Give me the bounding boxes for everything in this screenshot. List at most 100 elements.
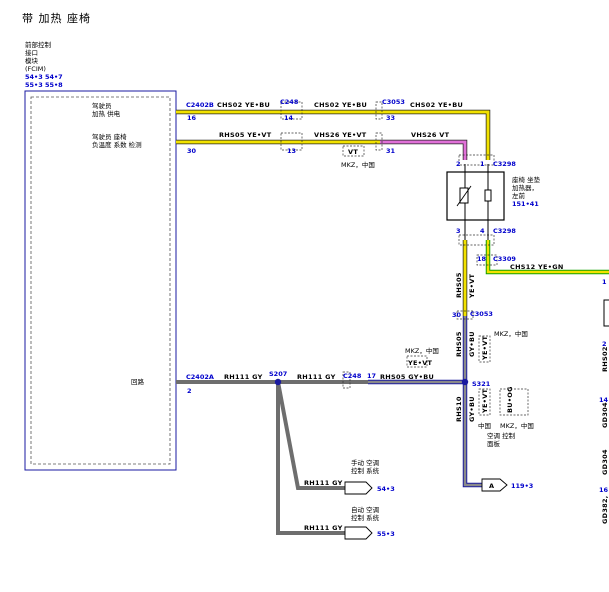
c3298-top-box bbox=[458, 154, 495, 166]
pin-2-right: 2 bbox=[602, 340, 607, 348]
climate-label-1: 空调 控制 bbox=[487, 431, 516, 440]
connector-c3298-top[interactable]: C3298 bbox=[493, 160, 516, 168]
connector-a-arrow-icon[interactable] bbox=[481, 478, 508, 492]
module-name-2: 接口 bbox=[25, 48, 38, 57]
splice-s207-label[interactable]: S207 bbox=[269, 370, 287, 378]
climate-ref[interactable]: 119•3 bbox=[511, 482, 533, 490]
option-mkz-cn-3: MKZ，中国 bbox=[405, 346, 439, 355]
pin-3-seat: 3 bbox=[456, 227, 461, 235]
connector-c3053-lower[interactable]: C3053 bbox=[470, 310, 493, 318]
seat-label-3: 左前 bbox=[512, 191, 526, 200]
pin-30-c3053: 30 bbox=[452, 311, 462, 319]
option-mkz-cn-4: MKZ，中国 bbox=[500, 421, 534, 430]
option-buog: BU•OG bbox=[506, 386, 514, 413]
manual-ac-arrow-icon[interactable] bbox=[344, 481, 373, 495]
wire-label-rhs05-v2-b: GY•BU bbox=[468, 331, 476, 357]
wire-label-rhs05-v-a: RHS05 bbox=[455, 272, 463, 298]
pin-label-ntc-1: 驾驶员 座椅 bbox=[92, 132, 127, 141]
page-title: 带 加热 座椅 bbox=[22, 11, 91, 25]
option-yevt-c: YE•VT bbox=[481, 388, 489, 414]
pin-label-return: 回路 bbox=[131, 377, 145, 386]
right-edge-box bbox=[603, 299, 609, 327]
auto-ac-label-1: 自动 空调 bbox=[351, 505, 379, 514]
c248-lower-box bbox=[342, 371, 351, 389]
pin-1-right: 1 bbox=[602, 278, 607, 286]
pin-4-seat: 4 bbox=[480, 227, 485, 235]
seat-heater-box bbox=[446, 171, 505, 221]
wire-rhs10[interactable] bbox=[462, 382, 482, 488]
wire-label-chs02-2: CHS02 YE•BU bbox=[314, 101, 367, 109]
wire-label-rhs10-a: RHS10 bbox=[455, 396, 463, 422]
manual-ac-ref[interactable]: 54•3 bbox=[377, 485, 395, 493]
option-mkz-cn-2: MKZ，中国 bbox=[494, 329, 528, 338]
yevt-option-box-b bbox=[478, 335, 491, 363]
wire-label-rh111-3: RH111 GY bbox=[304, 479, 343, 487]
option-yevt-a: YE•VT bbox=[407, 359, 433, 367]
wire-label-rhs05-v2-a: RHS05 bbox=[455, 331, 463, 357]
pin-1-seat: 1 bbox=[480, 160, 485, 168]
c248-box bbox=[280, 101, 303, 120]
pin-2-seat: 2 bbox=[456, 160, 461, 168]
right-label-gd304-1: GD304 bbox=[601, 402, 609, 428]
auto-ac-ref[interactable]: 55•3 bbox=[377, 530, 395, 538]
wire-label-rhs10-b: GY•BU bbox=[468, 396, 476, 422]
yevt-option-box-c bbox=[478, 388, 491, 416]
connector-c3309[interactable]: C3309 bbox=[493, 255, 516, 263]
wire-label-rhs05-1: RHS05 YE•VT bbox=[219, 131, 272, 139]
wire-vhs26-vt[interactable] bbox=[380, 139, 468, 160]
connector-c2402a[interactable]: C2402A bbox=[186, 373, 214, 381]
wire-label-rh111-1: RH111 GY bbox=[224, 373, 263, 381]
module-ref-2[interactable]: 55•3 55•8 bbox=[25, 81, 63, 89]
wire-label-chs02-1: CHS02 YE•BU bbox=[217, 101, 270, 109]
auto-ac-label-2: 控制 系统 bbox=[351, 513, 380, 522]
module-name-1: 前部控制 bbox=[25, 40, 52, 49]
c3053-box bbox=[375, 101, 383, 120]
connector-c248-lower[interactable]: C248 bbox=[343, 372, 362, 380]
wire-rh111-branch-manual[interactable] bbox=[276, 381, 345, 490]
pin-14: 14 bbox=[284, 114, 294, 122]
seat-ref[interactable]: 151•41 bbox=[512, 200, 539, 208]
connector-c3298-bottom[interactable]: C3298 bbox=[493, 227, 516, 235]
pin-label-heat-2: 加热 供电 bbox=[92, 109, 121, 118]
vt-option-box bbox=[342, 145, 365, 157]
wire-rh111-branch-auto[interactable] bbox=[276, 382, 345, 535]
module-box bbox=[24, 90, 177, 471]
module-inner-box bbox=[30, 96, 171, 465]
connector-c248-top[interactable]: C248 bbox=[280, 98, 299, 106]
seat-heater-element-icon bbox=[484, 164, 492, 240]
pin-17: 17 bbox=[367, 372, 376, 380]
pin-2-module: 2 bbox=[187, 387, 192, 395]
right-label-rhs02: RHS02 bbox=[601, 346, 609, 372]
wire-label-chs12: CHS12 YE•GN bbox=[510, 263, 564, 271]
wire-label-chs02-3: CHS02 YE•BU bbox=[410, 101, 463, 109]
c3053-box-2 bbox=[375, 132, 383, 151]
splice-s207-icon[interactable] bbox=[274, 378, 282, 386]
option-yevt-b: YE•VT bbox=[481, 335, 489, 361]
wire-label-vhs26-1: VHS26 YE•VT bbox=[314, 131, 367, 139]
wire-label-vhs26-2: VHS26 VT bbox=[411, 131, 450, 139]
seat-heater-thermistor-icon bbox=[456, 164, 472, 240]
wire-chs12[interactable] bbox=[485, 240, 609, 275]
pin-33: 33 bbox=[386, 114, 395, 122]
pin-label-heat-1: 驾驶员 bbox=[92, 101, 112, 110]
seat-label-1: 座椅 坐垫 bbox=[512, 175, 541, 184]
module-ref-1[interactable]: 54•3 54•7 bbox=[25, 73, 63, 81]
wire-chs02[interactable] bbox=[176, 109, 491, 160]
connector-c3053-top[interactable]: C3053 bbox=[382, 98, 405, 106]
connector-c2402b[interactable]: C2402B bbox=[186, 101, 214, 109]
pin-30-module: 30 bbox=[187, 147, 197, 155]
wire-label-rh111-4: RH111 GY bbox=[304, 524, 343, 532]
pin-18: 18 bbox=[477, 255, 487, 263]
seat-label-2: 加热器， bbox=[512, 183, 538, 192]
pin-13: 13 bbox=[287, 147, 296, 155]
c248-box-2 bbox=[280, 132, 303, 151]
module-name-3: 模块 bbox=[25, 56, 39, 65]
splice-s321-icon[interactable] bbox=[461, 378, 469, 386]
auto-ac-arrow-icon[interactable] bbox=[344, 526, 373, 540]
splice-s321-label[interactable]: S321 bbox=[472, 380, 491, 388]
module-name-4: (FCIM) bbox=[25, 65, 46, 73]
c3309-box bbox=[476, 254, 498, 266]
wire-label-rh111-2: RH111 GY bbox=[297, 373, 336, 381]
option-mkz-cn-1: MKZ，中国 bbox=[341, 160, 375, 169]
